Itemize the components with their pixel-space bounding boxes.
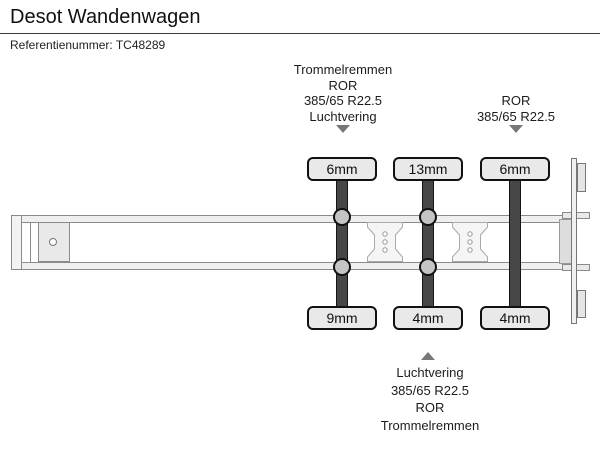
arrow-up-icon xyxy=(421,352,435,360)
reference-number: Referentienummer: TC48289 xyxy=(10,38,166,52)
front-rib xyxy=(30,222,31,262)
chassis-top-flange xyxy=(11,215,577,223)
annotation-line: Trommelremmen xyxy=(380,417,480,433)
rear-light xyxy=(577,290,586,318)
annotation-rear-axle: ROR 385/65 R22.5 xyxy=(436,93,596,124)
axle-bar-3 xyxy=(509,180,521,308)
axle-bar-2 xyxy=(422,180,434,308)
air-suspension-hub xyxy=(333,208,351,226)
air-suspension-hub xyxy=(419,258,437,276)
chassis-bottom-flange xyxy=(11,262,577,270)
header-divider xyxy=(0,33,600,34)
arrow-down-icon xyxy=(509,125,523,133)
stiffener-plate xyxy=(367,222,403,262)
air-suspension-hub xyxy=(333,258,351,276)
annotation-line: ROR xyxy=(415,400,445,415)
measurement-box-top-1: 6mm xyxy=(307,157,377,181)
front-end-plate xyxy=(11,215,22,270)
rear-bumper-post xyxy=(571,158,577,324)
measurement-box-top-3: 6mm xyxy=(480,157,550,181)
air-suspension-hub xyxy=(419,208,437,226)
annotation-line: 385/65 R22.5 xyxy=(390,382,470,398)
annotation-front-axles: Trommelremmen ROR 385/65 R22.5 Luchtveri… xyxy=(243,62,443,124)
measurement-box-bottom-2: 4mm xyxy=(393,306,463,330)
annotation-line: Luchtvering xyxy=(396,365,464,380)
annotation-line: Trommelremmen xyxy=(293,62,393,77)
annotation-line: 385/65 R22.5 xyxy=(303,93,383,108)
page-title: Desot Wandenwagen xyxy=(10,6,201,28)
annotation-line: Luchtvering xyxy=(309,108,377,124)
annotation-line: ROR xyxy=(328,77,358,93)
measurement-box-bottom-1: 9mm xyxy=(307,306,377,330)
stiffener-plate xyxy=(452,222,488,262)
axle-bar-1 xyxy=(336,180,348,308)
kingpin-hole xyxy=(49,238,57,246)
arrow-down-icon xyxy=(336,125,350,133)
measurement-box-bottom-3: 4mm xyxy=(480,306,550,330)
measurement-box-top-2: 13mm xyxy=(393,157,463,181)
rear-light xyxy=(577,163,586,192)
kingpin-plate xyxy=(38,222,70,262)
annotation-line: 385/65 R22.5 xyxy=(476,108,556,124)
annotation-bottom-axle: Luchtvering 385/65 R22.5 ROR Trommelremm… xyxy=(330,364,530,434)
annotation-line: ROR xyxy=(501,93,531,108)
